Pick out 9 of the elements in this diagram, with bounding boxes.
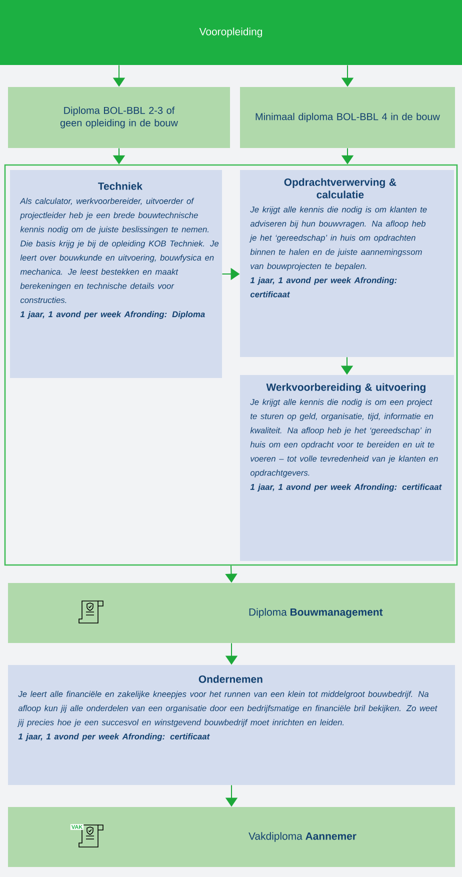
entry-box: Minimaal diploma BOL-BBL 4 in de bouw bbox=[240, 87, 455, 148]
header-band: Vooropleiding bbox=[0, 0, 462, 65]
course-box: Opdrachtverwerving & calculatie Je krijgt alle kennis die nodig is om klanten te adviseren bij hun bouwvragen. Na afloop heb je het ‘gereedschap’ in huis om opdrachten binnen te halen en de juiste aannemingssom van bouwprojecten te bepalen. 1 jaar, 1 avond per week Afronding: certificaat bbox=[240, 170, 454, 357]
entry-box: Diploma BOL-BBL 2-3 of geen opleiding in de bouw bbox=[8, 87, 230, 148]
course-box: Werkvoorbereiding & uitvoering Je krijgt alle kennis die nodig is om een project te sturen op geld, organisatie, tijd, informatie en kwaliteit. Na afloop heb je het ‘gereedschap’ in huis om een opdracht voor te bereiden en uit te voeren – tot volle tevredenheid van je klanten en opdrachtgevers. 1 jaar, 1 avond per week Afronding: certificaat bbox=[240, 375, 454, 561]
course-box: Ondernemen Je leert alle financiële en zakelijke kneepjes voor het runnen van een klein tot middelgroot bouwbedrijf. Na afloop kun jij alle onderdelen van een organisatie door een bedrijfsmatige en financiële bril bekijken. Zo weet jij precies hoe je een succesvol en winstgevend bouwbedrijf moet inrichten en leiden. 1 jaar, 1 avond per week Afronding: certificaat bbox=[8, 665, 455, 785]
course-box: Techniek Als calculator, werkvoorbereider, uitvoerder of projectleider heb je een brede bouwtechnische kennis nodig om de juiste beslissingen te nemen. Die basis krijg je bij de opleiding KOB Techniek. Je leert over bouwkunde en uitvoering, bouwfysica en mechanica. Je leest bestekken en maakt berekeningen en technische details voor constructies. 1 jaar, 1 avond per week Afronding: Diploma bbox=[10, 170, 222, 378]
diploma-bar: Diploma Bouwmanagement bbox=[8, 583, 455, 643]
group-frame bbox=[4, 164, 458, 566]
